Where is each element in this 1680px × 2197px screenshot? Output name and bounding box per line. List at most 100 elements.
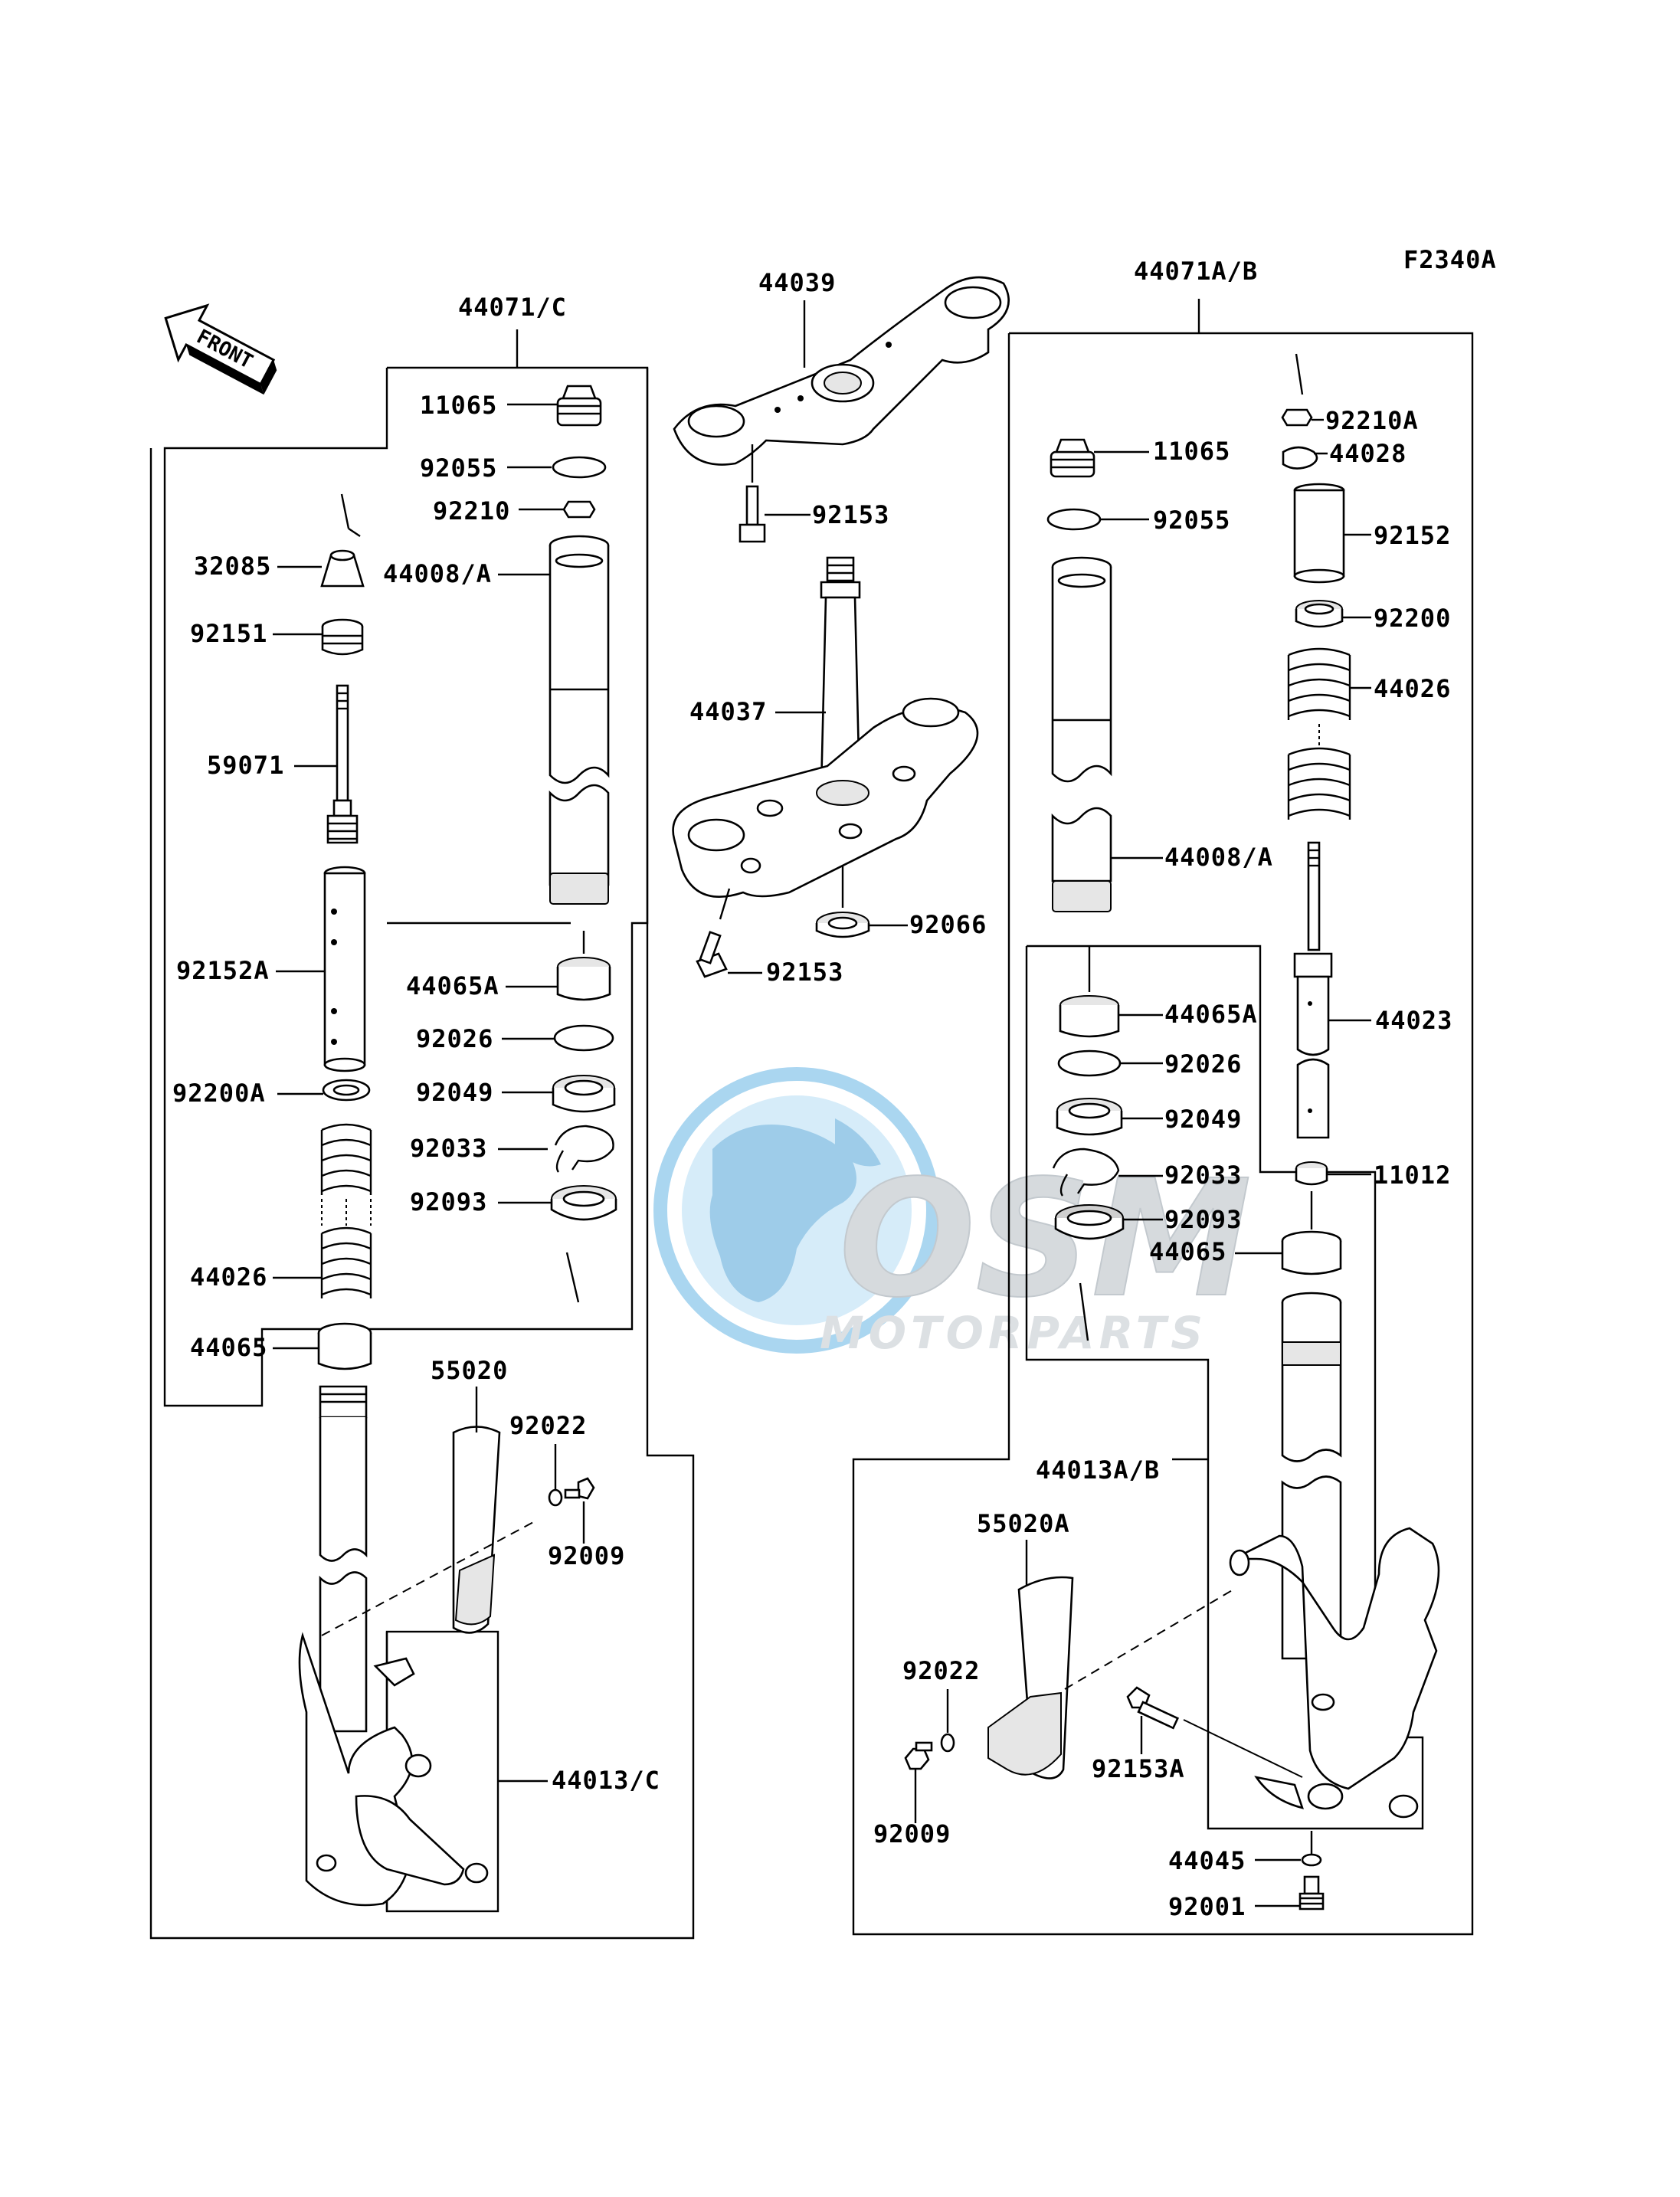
retainer-92033 [554,1125,614,1173]
upper-bracket-44039 [673,276,1010,466]
pipe-92152a [323,866,366,1072]
collar-44028 [1282,446,1318,470]
watermark-sub: MOTORPARTS [820,1307,1207,1359]
fork-guard-55020a [987,1576,1234,1780]
label-92153-top: 92153 [812,500,889,529]
label-92093-left: 92093 [410,1187,487,1216]
label-92055: 92055 [420,453,497,483]
lower-tube-right [1229,1292,1440,1819]
right-fork-assembly: 44071A/B 92210A 44028 11065 92055 92152 [852,257,1474,1936]
washer-92022 [548,1488,563,1507]
label-92049-right: 92049 [1164,1105,1242,1134]
bolt-92153-bottom [696,888,731,978]
o-ring-92055 [552,456,607,479]
label-92026-right: 92026 [1164,1049,1242,1079]
fork-tube-44008 [549,535,610,905]
label-44045: 44045 [1168,1846,1246,1875]
fork-guard-55020 [321,1426,537,1636]
washer-92026-right [1057,1049,1122,1077]
spring-seat-92151 [321,618,364,656]
damper-rod-59071 [326,684,359,844]
left-title: 44071/C [458,293,567,322]
steering-stem-44037 [672,556,979,899]
bushing-44065 [317,1322,372,1370]
label-32085: 32085 [194,552,271,581]
label-44039: 44039 [758,268,836,297]
figure-code: F2340A [1403,245,1497,274]
label-11065-right: 11065 [1153,437,1230,466]
lower-tube-left [298,1385,489,1907]
nut-92210a [1281,408,1313,427]
label-44026-right: 44026 [1374,674,1451,703]
label-44008: 44008/A [383,559,492,588]
label-44065-right: 44065 [1149,1237,1226,1266]
label-92022-left: 92022 [509,1411,587,1440]
label-92055-right: 92055 [1153,506,1230,535]
label-11012: 11012 [1374,1161,1451,1190]
nut-92210 [562,500,596,519]
bolt-92009 [577,1477,595,1500]
label-92066: 92066 [909,910,987,939]
washer-44045 [1301,1853,1322,1867]
label-44065-left: 44065 [190,1333,267,1362]
left-fork-assembly: 44071/C 11065 92055 92210 44008/A [149,293,695,1940]
label-92210: 92210 [433,496,510,526]
dust-seal-92093 [550,1185,617,1221]
osm-watermark: OSM MOTORPARTS [653,1067,1253,1359]
damper-rod-44023 [1293,841,1333,1139]
ring-11012 [1295,1161,1328,1186]
label-92093-right: 92093 [1164,1205,1242,1234]
label-44065a-left: 44065A [406,971,499,1000]
label-92001: 92001 [1168,1892,1246,1921]
fork-cap-11065 [556,385,602,427]
right-title: 44071A/B [1134,257,1258,286]
washer-92026 [553,1024,614,1052]
label-44065a-right: 44065A [1164,1000,1258,1029]
label-92153-bottom: 92153 [766,958,843,987]
o-ring-92055-right [1046,508,1102,531]
spacer-92152 [1293,483,1345,584]
watermark-brand: OSM [839,1145,1252,1333]
label-44013-right: 44013A/B [1036,1455,1160,1485]
washer-92022-right [940,1733,955,1753]
fork-tube-44008-right [1051,556,1112,912]
spring-seat-92200 [1295,600,1344,628]
label-92009-right: 92009 [873,1819,951,1848]
label-92210a: 92210A [1325,406,1419,435]
label-92049-left: 92049 [416,1078,493,1107]
label-92022-right: 92022 [902,1656,980,1685]
label-59071: 59071 [207,751,284,780]
label-92009-left: 92009 [548,1541,625,1570]
label-44013-left: 44013/C [552,1766,660,1795]
retainer-92033-right [1052,1148,1120,1197]
label-44028: 44028 [1329,439,1407,468]
bushing-44065a [556,957,611,1001]
label-44037: 44037 [689,697,767,726]
label-55020: 55020 [431,1356,508,1385]
label-92033-right: 92033 [1164,1161,1242,1190]
label-44026-left: 44026 [190,1262,267,1292]
oil-seal-92049 [552,1075,616,1113]
label-92026-left: 92026 [416,1024,493,1053]
front-arrow-icon: FRONT [164,303,277,395]
label-44023: 44023 [1375,1006,1452,1035]
label-92151: 92151 [190,619,267,648]
fork-cap-11065-right [1050,438,1095,478]
fork-spring-44026-right [1287,647,1351,820]
label-92033-left: 92033 [410,1134,487,1163]
fork-spring-44026 [320,1123,372,1298]
label-11065: 11065 [420,391,497,420]
label-92153a: 92153A [1092,1754,1185,1783]
label-92152a: 92152A [176,956,270,985]
center-triple-clamp: 44039 92153 44037 [672,268,1010,987]
bolt-92009-right [904,1741,933,1770]
bolt-92153-top [738,444,766,543]
label-92200: 92200 [1374,604,1451,633]
bolt-92001 [1298,1875,1325,1911]
dust-seal-92093-right [1054,1204,1125,1240]
label-44008-right: 44008/A [1164,843,1273,872]
label-92152: 92152 [1374,521,1451,550]
label-92200a: 92200A [172,1079,266,1108]
label-55020a: 55020A [977,1509,1070,1538]
